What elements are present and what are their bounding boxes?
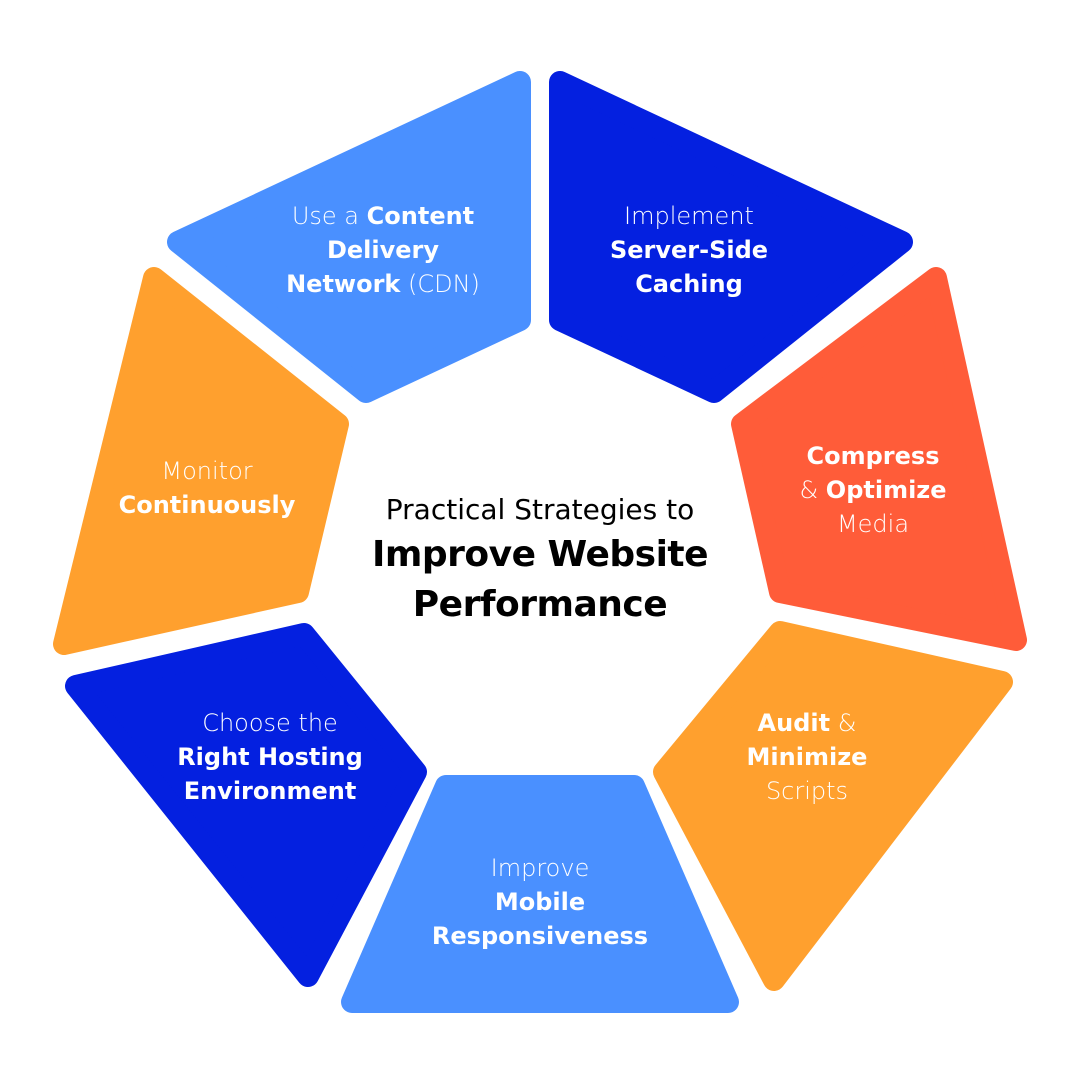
label-line: Compress (799, 439, 946, 473)
label-line: & Optimize (799, 473, 946, 507)
label-text: Use a (291, 202, 367, 230)
label-bold-text: Network (286, 270, 401, 298)
label-line: Responsiveness (432, 919, 648, 953)
label-line: Improve (432, 851, 648, 885)
label-line: Implement (610, 199, 768, 233)
label-line: Network (CDN) (286, 267, 480, 301)
label-text: Media (836, 510, 910, 538)
label-line: Monitor (119, 454, 296, 488)
center-title: Practical Strategies to Improve Website … (371, 490, 709, 630)
label-bold-text: Server-Side (609, 236, 769, 264)
segment-compress-media (731, 267, 1027, 651)
label-text: & (799, 476, 826, 504)
label-bold-text: Content (366, 202, 475, 230)
label-line: Continuously (119, 488, 296, 522)
label-line: Mobile (432, 885, 648, 919)
label-bold-text: Environment (183, 777, 357, 805)
label-text: Choose the (202, 709, 338, 737)
title-line-2: Performance (412, 584, 668, 625)
label-bold-text: Minimize (746, 743, 868, 771)
label-bold-text: Continuously (118, 491, 296, 519)
label-line: Delivery (286, 233, 480, 267)
segment-cdn (167, 71, 531, 403)
segment-audit-scripts (653, 621, 1013, 991)
label-line: Environment (177, 774, 363, 808)
segment-server-caching (549, 71, 913, 403)
label-line: Scripts (747, 774, 868, 808)
segment-hosting-environment (65, 623, 427, 987)
title-subtitle: Practical Strategies to (385, 493, 695, 526)
label-text: (CDN) (400, 270, 480, 298)
label-line: Right Hosting (177, 740, 363, 774)
label-text: Monitor (161, 457, 253, 485)
title-line-1: Improve Website (371, 534, 709, 575)
segment-monitor (53, 267, 349, 655)
label-text: & (830, 709, 857, 737)
label-text: Scripts (765, 777, 849, 805)
label-line: Audit & (747, 706, 868, 740)
label-line: Media (799, 507, 946, 541)
label-bold-text: Mobile (494, 888, 586, 916)
label-line: Minimize (747, 740, 868, 774)
label-text: Improve (490, 854, 590, 882)
label-line: Caching (610, 267, 768, 301)
label-bold-text: Caching (635, 270, 743, 298)
label-bold-text: Responsiveness (431, 922, 649, 950)
label-bold-text: Audit (757, 709, 831, 737)
label-bold-text: Compress (806, 442, 940, 470)
label-bold-text: Right Hosting (177, 743, 363, 771)
label-bold-text: Delivery (326, 236, 440, 264)
label-line: Server-Side (610, 233, 768, 267)
segment-mobile-responsiveness (341, 775, 739, 1013)
label-bold-text: Optimize (825, 476, 947, 504)
label-line: Choose the (177, 706, 363, 740)
label-line: Use a Content (286, 199, 480, 233)
label-text: Implement (624, 202, 754, 230)
